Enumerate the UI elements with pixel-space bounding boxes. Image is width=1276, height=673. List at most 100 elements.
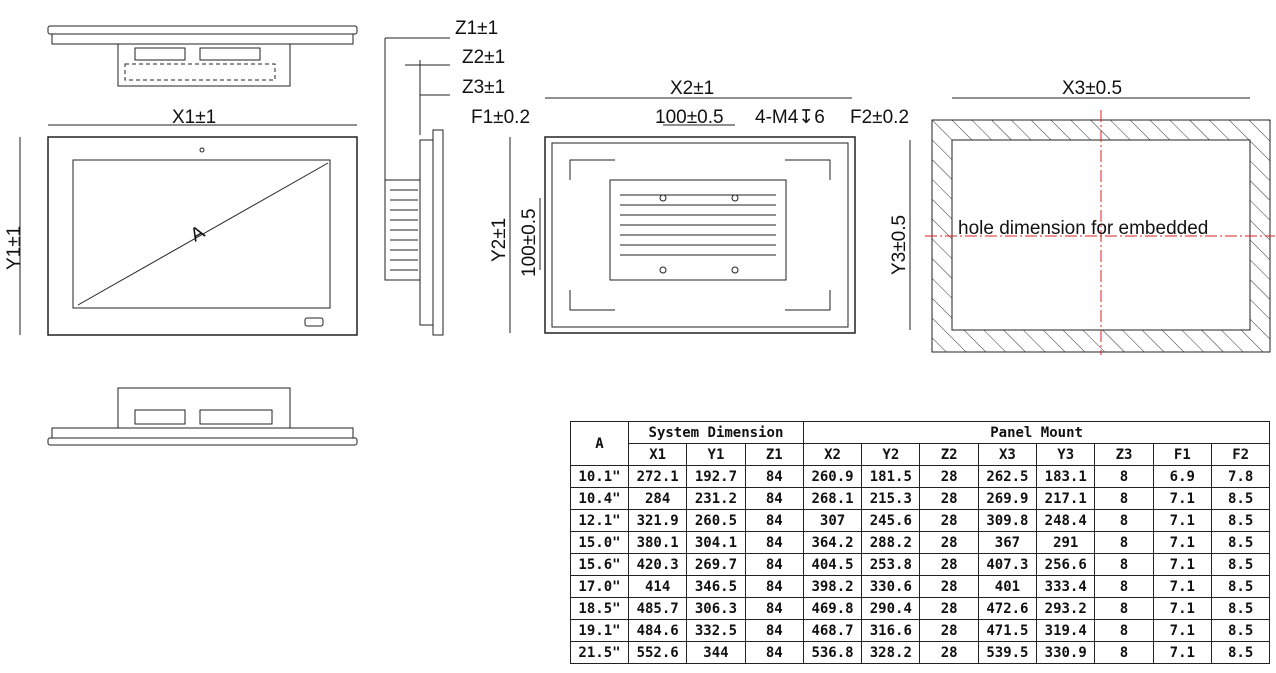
value-cell: 344: [686, 641, 746, 664]
value-cell: 485.7: [627, 597, 688, 620]
value-cell: 8.5: [1210, 487, 1271, 510]
value-cell: 8.5: [1210, 509, 1271, 532]
side-view: Z1±1 Z2±1 Z3±1: [384, 18, 505, 336]
front-view: X1±1 Y1±1 A: [4, 107, 358, 336]
value-cell: 8: [1094, 597, 1154, 620]
value-cell: 84: [744, 641, 804, 664]
value-cell: 330.6: [861, 575, 921, 598]
value-cell: 291: [1036, 531, 1096, 554]
value-cell: 364.2: [802, 531, 863, 554]
column-header: Y2: [861, 443, 921, 466]
value-cell: 472.6: [977, 597, 1038, 620]
value-cell: 269.9: [977, 487, 1038, 510]
z3-label: Z3±1: [462, 77, 505, 98]
value-cell: 248.4: [1036, 509, 1096, 532]
value-cell: 404.5: [802, 553, 863, 576]
value-cell: 367: [977, 531, 1038, 554]
value-cell: 316.6: [861, 619, 921, 642]
value-cell: 84: [744, 487, 804, 510]
value-cell: 28: [919, 531, 979, 554]
value-cell: 84: [744, 531, 804, 554]
value-cell: 469.8: [802, 597, 863, 620]
value-cell: 28: [919, 619, 979, 642]
value-cell: 28: [919, 597, 979, 620]
size-cell: 12.1": [570, 509, 629, 532]
column-header: Y1: [686, 443, 746, 466]
x2-label: X2±1: [670, 78, 714, 99]
value-cell: 192.7: [686, 465, 746, 488]
value-cell: 28: [919, 487, 979, 510]
hole-spacing-vertical-label: 100±0.5: [519, 208, 540, 277]
value-cell: 7.1: [1152, 575, 1212, 598]
value-cell: 309.8: [977, 509, 1038, 532]
column-header: F1: [1152, 443, 1212, 466]
value-cell: 407.3: [977, 553, 1038, 576]
column-header: X3: [977, 443, 1038, 466]
x1-label: X1±1: [172, 107, 216, 128]
column-header: Z1: [744, 443, 804, 466]
value-cell: 84: [744, 553, 804, 576]
size-cell: 10.1": [570, 465, 629, 488]
value-cell: 398.2: [802, 575, 863, 598]
value-cell: 181.5: [861, 465, 921, 488]
value-cell: 84: [744, 619, 804, 642]
value-cell: 8.5: [1210, 641, 1271, 664]
system-dimension-header: System Dimension: [628, 421, 804, 444]
value-cell: 319.4: [1036, 619, 1096, 642]
value-cell: 7.1: [1152, 509, 1212, 532]
value-cell: 346.5: [686, 575, 746, 598]
column-header: Z3: [1094, 443, 1154, 466]
value-cell: 256.6: [1036, 553, 1096, 576]
value-cell: 84: [744, 509, 804, 532]
y1-label: Y1±1: [4, 226, 25, 270]
value-cell: 231.2: [686, 487, 746, 510]
value-cell: 328.2: [861, 641, 921, 664]
x3-label: X3±0.5: [1062, 78, 1122, 99]
y3-label: Y3±0.5: [889, 215, 910, 275]
column-header: X2: [802, 443, 863, 466]
panel-mount-header: Panel Mount: [802, 421, 1271, 444]
value-cell: 28: [919, 575, 979, 598]
value-cell: 260.9: [802, 465, 863, 488]
value-cell: 269.7: [686, 553, 746, 576]
value-cell: 414: [627, 575, 688, 598]
y2-label: Y2±1: [489, 218, 510, 262]
value-cell: 7.1: [1152, 641, 1212, 664]
value-cell: 7.1: [1152, 553, 1212, 576]
value-cell: 7.8: [1210, 465, 1271, 488]
value-cell: 84: [744, 465, 804, 488]
value-cell: 484.6: [627, 619, 688, 642]
value-cell: 84: [744, 597, 804, 620]
value-cell: 7.1: [1152, 531, 1212, 554]
value-cell: 8.5: [1210, 553, 1271, 576]
col-a-header: A: [570, 421, 629, 466]
value-cell: 8: [1094, 575, 1154, 598]
z1-label: Z1±1: [455, 18, 498, 39]
value-cell: 290.4: [861, 597, 921, 620]
value-cell: 272.1: [627, 465, 688, 488]
value-cell: 215.3: [861, 487, 921, 510]
column-header: F2: [1210, 443, 1271, 466]
value-cell: 7.1: [1152, 619, 1212, 642]
bottom-view: [47, 387, 358, 446]
value-cell: 8.5: [1210, 531, 1271, 554]
rear-view: X2±1 Y2±1 F1±0.2 100±0.5 100±0.5 4-M4↧6: [471, 78, 856, 334]
f1-label: F1±0.2: [471, 107, 530, 128]
value-cell: 28: [919, 509, 979, 532]
panel-cutout-view: X3±0.5 Y3±0.5 F2±0.2 hole dimension for …: [850, 78, 1275, 355]
value-cell: 420.3: [627, 553, 688, 576]
value-cell: 8: [1094, 509, 1154, 532]
size-cell: 21.5": [570, 641, 629, 664]
value-cell: 306.3: [686, 597, 746, 620]
value-cell: 380.1: [627, 531, 688, 554]
value-cell: 552.6: [627, 641, 688, 664]
value-cell: 6.9: [1152, 465, 1212, 488]
cutout-note: hole dimension for embedded: [958, 218, 1208, 239]
